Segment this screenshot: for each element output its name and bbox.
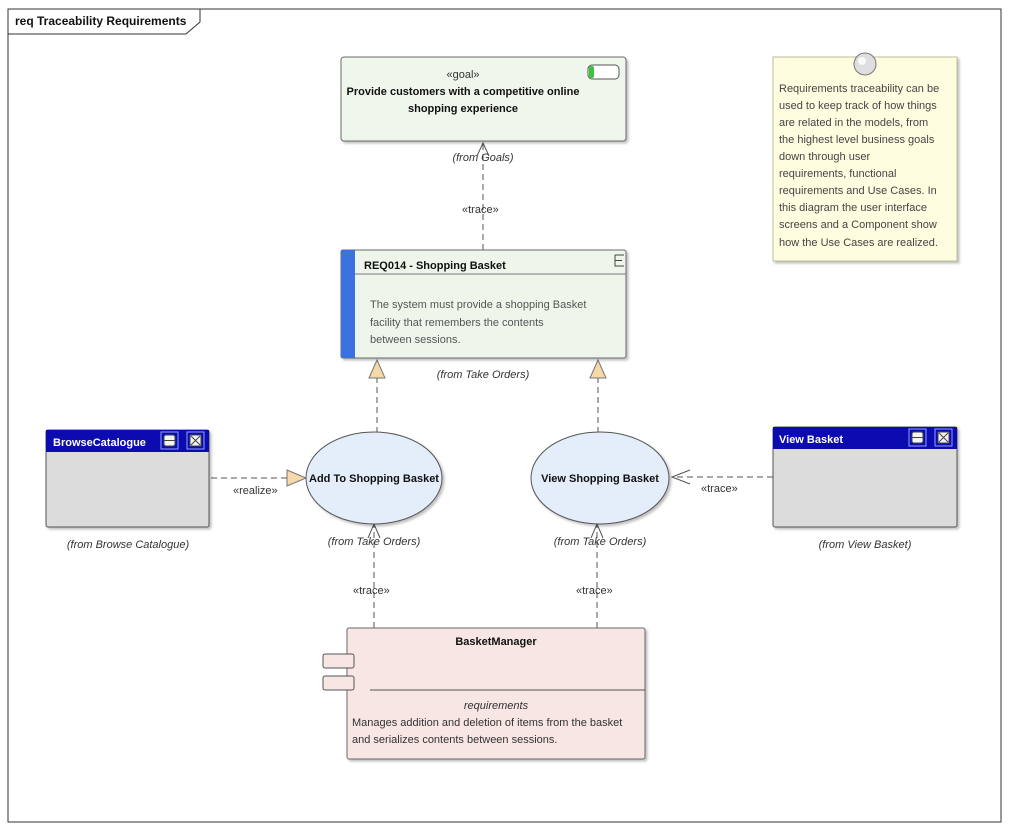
view-screen-title: View Basket <box>779 434 843 446</box>
diagram-frame <box>7 8 1002 823</box>
trace-comp-view-label: «trace» <box>576 585 613 597</box>
note-line-7: requirements and Use Cases. In <box>779 185 937 197</box>
goal-title-line2: shopping experience <box>408 103 518 115</box>
component-desc-line2: and serializes contents between sessions… <box>352 734 557 746</box>
browse-screen-title: BrowseCatalogue <box>53 437 146 449</box>
note-line-9: screens and a Component show <box>779 219 937 231</box>
requirement-list-icon <box>614 254 624 267</box>
component-desc-line1: Manages addition and deletion of items f… <box>352 717 622 729</box>
note-pin-icon <box>853 52 877 76</box>
realize-label: «realize» <box>233 485 278 497</box>
frame-title: req Traceability Requirements <box>15 14 187 28</box>
view-close-icon[interactable] <box>934 428 953 447</box>
browse-screen-from: (from Browse Catalogue) <box>67 539 190 551</box>
requirement-desc-line2: facility that remembers the contents <box>370 317 544 329</box>
component-section-label: requirements <box>464 700 529 712</box>
goal-element[interactable]: «goal» Provide customers with a competit… <box>340 56 627 142</box>
trace-comp-add-label: «trace» <box>353 585 390 597</box>
use-case-view-label: View Shopping Basket <box>541 473 659 485</box>
trace-req-to-goal-arrowhead <box>476 141 490 157</box>
component-title: BasketManager <box>455 636 537 648</box>
add-to-req-arrowhead <box>368 358 386 379</box>
browse-minimize-icon[interactable] <box>160 431 179 450</box>
browse-catalogue-screen[interactable]: BrowseCatalogue <box>45 429 210 528</box>
goal-stereotype: «goal» <box>446 69 479 81</box>
view-basket-screen[interactable]: View Basket <box>772 426 958 528</box>
requirement-desc-line1: The system must provide a shopping Baske… <box>370 299 586 311</box>
basket-manager-component[interactable]: BasketManager requirements Manages addit… <box>322 627 646 760</box>
realize-arrowhead <box>286 469 308 487</box>
requirement-desc-line3: between sessions. <box>370 334 461 346</box>
note-line-2: used to keep track of how things <box>779 100 937 112</box>
requirement-color-bar <box>341 250 355 358</box>
note-line-5: down through user <box>779 151 870 163</box>
note-line-6: requirements, functional <box>779 168 896 180</box>
note-element[interactable]: Requirements traceability can be used to… <box>772 52 958 262</box>
use-case-add-to-basket[interactable]: Add To Shopping Basket <box>305 431 443 525</box>
use-case-add-ellipse <box>305 431 443 525</box>
use-case-view-ellipse <box>530 431 670 525</box>
view-to-req-arrowhead <box>589 358 607 379</box>
use-case-view-from: (from Take Orders) <box>554 536 647 548</box>
component-ports-icon <box>322 653 355 691</box>
goal-box <box>340 56 627 142</box>
frame-title-tab <box>7 8 201 35</box>
note-line-8: this diagram the user interface <box>779 202 927 214</box>
trace-goal-label: «trace» <box>462 204 499 216</box>
component-box <box>346 627 646 760</box>
note-line-10: how the Use Cases are realized. <box>779 237 938 249</box>
goal-from: (from Goals) <box>452 152 513 164</box>
use-case-add-label: Add To Shopping Basket <box>309 473 439 485</box>
goal-title-line1: Provide customers with a competitive onl… <box>347 86 580 98</box>
requirement-from: (from Take Orders) <box>437 369 530 381</box>
trace-view-label: «trace» <box>701 483 738 495</box>
note-line-1: Requirements traceability can be <box>779 83 939 95</box>
goal-toggle-icon <box>587 64 620 80</box>
view-minimize-icon[interactable] <box>908 428 927 447</box>
browse-close-icon[interactable] <box>186 431 205 450</box>
requirement-title: REQ014 - Shopping Basket <box>364 260 506 272</box>
note-line-3: are related in the models, from <box>779 117 928 129</box>
view-screen-from: (from View Basket) <box>819 539 912 551</box>
trace-view-arrowhead <box>670 469 691 485</box>
note-line-4: the highest level business goals <box>779 134 935 146</box>
use-case-view-basket[interactable]: View Shopping Basket <box>530 431 670 525</box>
use-case-add-from: (from Take Orders) <box>328 536 421 548</box>
requirement-element[interactable]: REQ014 - Shopping Basket The system must… <box>340 249 627 359</box>
note-box <box>772 56 958 262</box>
